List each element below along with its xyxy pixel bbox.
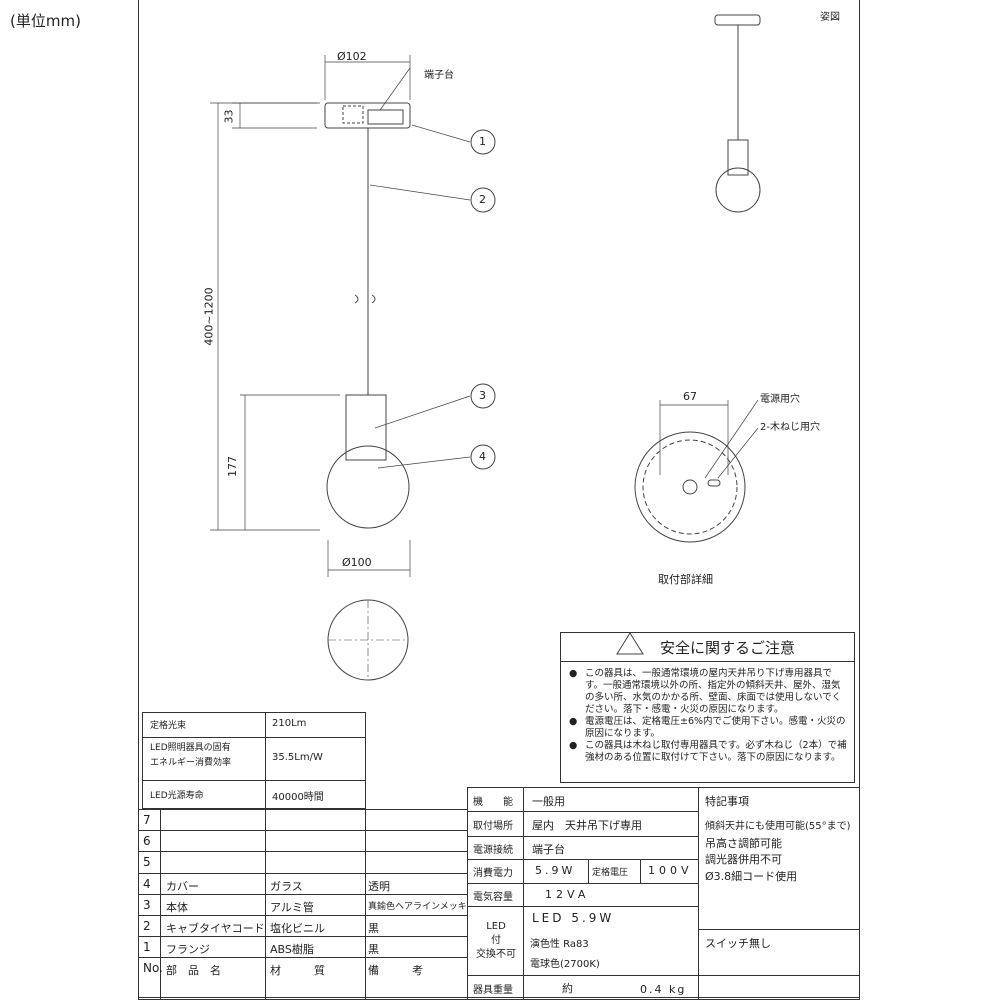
part-name: キャブタイヤコード: [166, 922, 265, 935]
spec-weight: 0.4 kg: [640, 983, 687, 996]
efficiency-label: LED照明器具の固有 エネルギー消費効率: [150, 743, 232, 768]
spec-led-power: LED 5.9W: [532, 911, 615, 925]
safety-notice: 安全に関するご注意 この器具は、一般通常環境の屋内天井吊り下げ専用器具です。一般…: [560, 632, 855, 783]
part-remarks: 黒: [368, 922, 379, 935]
spec-label: LED 付 交換不可: [476, 921, 516, 960]
spec-function: 一般用: [532, 795, 565, 808]
dimension-lines: [210, 55, 759, 577]
dim-mount-width: 67: [683, 390, 697, 403]
part-name: カバー: [166, 879, 199, 893]
part-no: 7: [143, 813, 151, 827]
part-name: フランジ: [166, 943, 210, 957]
part-material: ガラス: [270, 879, 303, 893]
efficiency-value: 210Lm: [272, 718, 307, 729]
safety-item: 電源電圧は、定格電圧±6%内でご使用下さい。感電・火災の原因になります。: [569, 716, 848, 740]
efficiency-label: 定格光束: [150, 721, 187, 731]
safety-item: この器具は、一般通常環境の屋内天井吊り下げ専用器具です。一般通常環境以外の所、指…: [569, 668, 848, 716]
callout-4: 4: [479, 450, 486, 463]
label-mount-detail: 取付部詳細: [658, 573, 713, 586]
callout-2: 2: [479, 193, 486, 206]
part-no: No.: [143, 961, 163, 976]
callout-1: 1: [479, 135, 486, 148]
spec-label: 器具重量: [473, 985, 513, 996]
note-item: 吊高さ調節可能: [705, 837, 782, 850]
part-material: 塩化ビニル: [270, 922, 325, 935]
dim-cord-length: 400~1200: [202, 287, 216, 346]
spec-connection: 端子台: [532, 843, 565, 856]
label-screw-holes: 2-木ねじ用穴: [760, 422, 820, 433]
spec-capacity: 12VA: [545, 888, 590, 901]
efficiency-value: 40000時間: [272, 792, 324, 803]
label-appearance: 姿図: [820, 12, 840, 23]
unit-label: (単位mm): [10, 12, 81, 30]
spec-voltage: 100V: [648, 864, 693, 877]
notes-title: 特記事項: [705, 795, 749, 808]
part-no: 2: [143, 919, 151, 933]
body: [345, 394, 387, 461]
break-mark-icon: [354, 294, 376, 304]
callout-circles: [470, 129, 496, 470]
note-item: Ø3.8細コード使用: [705, 870, 798, 883]
note-item: 傾斜天井にも使用可能(55°まで): [705, 821, 851, 832]
part-material: ABS樹脂: [270, 943, 314, 957]
part-name: 部 品 名: [166, 964, 221, 978]
label-power-hole: 電源用穴: [760, 394, 800, 405]
part-no: 1: [143, 940, 151, 955]
efficiency-value: 35.5Lm/W: [272, 752, 323, 763]
dim-body-height: 177: [226, 456, 239, 477]
part-remarks: 真鍮色ヘアラインメッキ: [368, 901, 467, 912]
spec-label: 機 能: [473, 797, 513, 808]
safety-item: この器具は木ねじ取付専用器具です。必ず木ねじ（2本）で補強材のある位置に取付けて…: [569, 740, 848, 764]
spec-weight-prefix: 約: [562, 982, 573, 995]
note-switch: スイッチ無し: [705, 937, 771, 950]
label-terminal: 端子台: [424, 70, 454, 81]
warning-icon: [616, 632, 644, 655]
part-no: 5: [143, 855, 151, 870]
spec-label: 消費電力: [473, 868, 513, 879]
part-name: 本体: [166, 900, 188, 914]
spec-led-color: 電球色(2700K): [530, 959, 600, 970]
callout-3: 3: [479, 389, 486, 402]
part-no: 3: [143, 897, 151, 912]
drawing-frame: [138, 0, 860, 998]
spec-location: 屋内 天井吊下げ専用: [532, 819, 642, 832]
spec-label: 電気容量: [473, 892, 513, 903]
spec-power: 5.9W: [535, 864, 576, 877]
part-remarks: 備 考: [368, 964, 423, 978]
flange: [324, 102, 411, 129]
spec-label: 取付場所: [473, 821, 513, 832]
spec-label: 定格電圧: [592, 868, 629, 878]
dim-bulb-dia: Ø100: [342, 556, 372, 569]
dim-flange-height: 33: [222, 109, 236, 124]
part-remarks: 黒: [368, 943, 379, 957]
part-material: アルミ管: [270, 900, 314, 914]
appearance-view: [714, 14, 761, 213]
part-no: 4: [143, 876, 151, 891]
mount-detail: [634, 431, 746, 543]
spec-label: 電源接続: [473, 845, 513, 856]
efficiency-table: [142, 712, 366, 809]
part-remarks: 透明: [368, 879, 390, 893]
safety-title: 安全に関するご注意: [561, 637, 854, 662]
bulb: [326, 445, 410, 529]
dim-flange-dia: Ø102: [337, 50, 367, 63]
part-no: 6: [143, 834, 151, 849]
part-material: 材 質: [270, 964, 325, 978]
note-item: 調光器併用不可: [705, 853, 782, 866]
spec-led-ra: 演色性 Ra83: [530, 939, 589, 950]
efficiency-label: LED光源寿命: [150, 791, 204, 801]
